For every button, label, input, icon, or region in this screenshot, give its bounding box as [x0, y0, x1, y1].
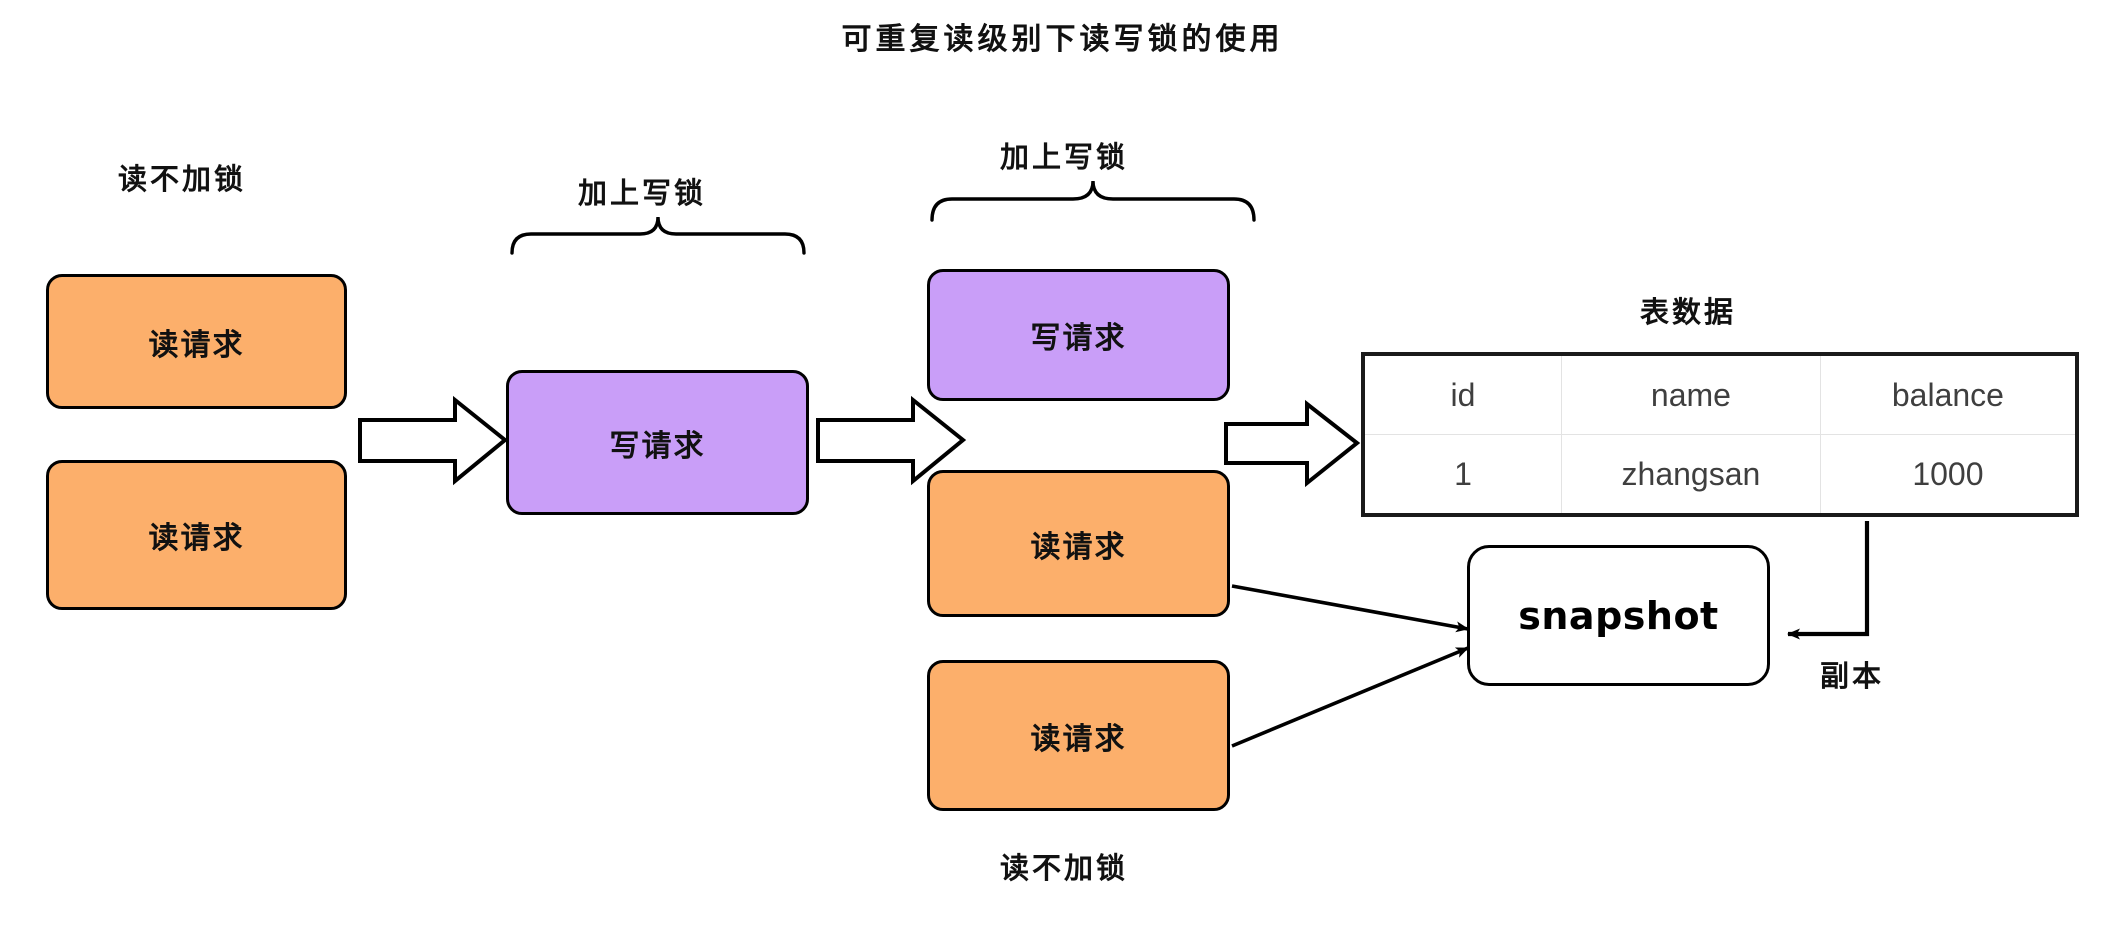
- brace-middle: [510, 216, 806, 255]
- read-request-label: 读请求: [1030, 529, 1127, 565]
- write-request-label: 写请求: [1030, 321, 1127, 356]
- table-cell-name: zhangsan: [1561, 434, 1821, 516]
- read-request-box-2[interactable]: 读请求: [46, 460, 347, 610]
- read-request-label: 读请求: [148, 521, 245, 556]
- table-header-id: id: [1362, 353, 1562, 435]
- snapshot-box[interactable]: snapshot: [1467, 545, 1770, 686]
- caption-write-lock-right: 加上写锁: [1000, 140, 1129, 174]
- arrow-table-to-snapshot: [1787, 521, 1870, 640]
- caption-write-lock-middle: 加上写锁: [578, 176, 707, 210]
- write-request-label: 写请求: [609, 428, 706, 464]
- write-request-box-right[interactable]: 写请求: [927, 269, 1230, 401]
- read-request-box-4[interactable]: 读请求: [927, 660, 1230, 811]
- read-request-label: 读请求: [148, 327, 245, 363]
- caption-copy-label: 副本: [1820, 659, 1885, 693]
- write-request-box-middle[interactable]: 写请求: [506, 370, 809, 515]
- read-request-box-3[interactable]: 读请求: [927, 470, 1230, 617]
- table-header-balance: balance: [1819, 353, 2078, 435]
- snapshot-label: snapshot: [1518, 593, 1719, 638]
- table-row: 1 zhangsan 1000: [1362, 434, 2078, 516]
- arrow-read2-to-snapshot: [1231, 646, 1469, 748]
- table-cell-balance: 1000: [1819, 434, 2078, 516]
- read-request-label: 读请求: [1030, 721, 1127, 757]
- caption-read-no-lock-bottom: 读不加锁: [1000, 851, 1129, 885]
- arrow-read1-to-snapshot: [1231, 584, 1469, 633]
- caption-read-no-lock-left: 读不加锁: [118, 162, 247, 196]
- block-arrow-1: [358, 395, 509, 486]
- table-header-row: id name balance: [1362, 353, 2078, 435]
- page-title: 可重复读级别下读写锁的使用: [841, 22, 1284, 57]
- table-data: id name balance 1 zhangsan 1000: [1361, 352, 2079, 517]
- brace-right: [930, 180, 1256, 222]
- table-header-name: name: [1561, 353, 1821, 435]
- read-request-box-1[interactable]: 读请求: [46, 274, 347, 409]
- caption-table-title: 表数据: [1640, 295, 1737, 329]
- table-cell-id: 1: [1362, 434, 1562, 516]
- block-arrow-2: [816, 395, 967, 486]
- block-arrow-3: [1224, 399, 1361, 488]
